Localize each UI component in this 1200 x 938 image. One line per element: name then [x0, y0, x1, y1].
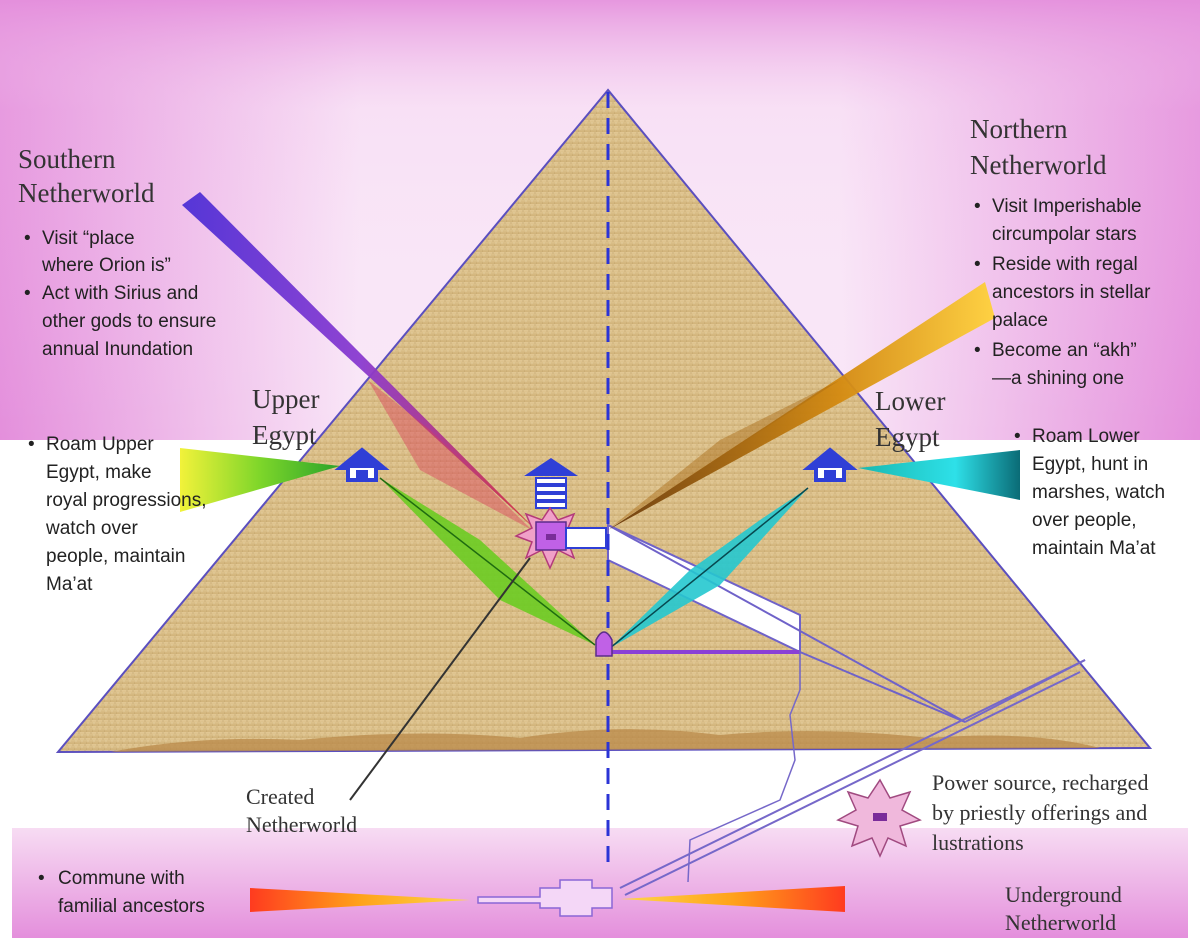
underground-bullet-dot: • — [38, 868, 45, 889]
upper-egypt-bullet-line2: Egypt, make — [46, 462, 152, 483]
southern-beam-glow — [368, 380, 532, 530]
lower-egypt-bullet-line5: maintain Ma’at — [1032, 538, 1156, 559]
created-netherworld-line2: Netherworld — [246, 812, 357, 837]
created-netherworld-line1: Created — [246, 784, 314, 809]
power-source-line3: lustrations — [932, 830, 1024, 855]
upper-egypt-bullet-line1: Roam Upper — [46, 434, 154, 455]
upper-egypt-shrine-icon — [334, 447, 390, 482]
underground-bullet-line2: familial ancestors — [58, 896, 205, 917]
ascending-passage-bottom — [799, 651, 966, 723]
descending-passage-a — [619, 659, 1086, 889]
lower-egypt-bullet-line3: marshes, watch — [1032, 482, 1165, 503]
descending-passage-b — [624, 671, 1081, 896]
underground-title-line1: Underground — [1005, 882, 1122, 907]
power-source-chamber-icon — [873, 813, 887, 821]
lower-egypt-beam — [858, 450, 1020, 500]
lower-egypt-bullet-line1: Roam Lower — [1032, 426, 1140, 447]
antechamber — [565, 527, 607, 549]
southern-beam — [182, 192, 538, 532]
lower-egypt-bullet-dot: • — [1014, 426, 1021, 447]
underground-beam-right — [620, 886, 845, 912]
northern-bullet2-line2: ancestors in stellar — [992, 282, 1151, 303]
passage-junction — [964, 659, 1086, 723]
northern-bullet1-line2: circumpolar stars — [992, 224, 1137, 245]
northern-bullet2-line1: Reside with regal — [992, 254, 1138, 275]
pyramid-base-rock — [58, 729, 1100, 752]
upper-egypt-diagonal-core — [379, 477, 596, 646]
northern-title-line2: Netherworld — [970, 150, 1107, 180]
kings-chamber-shrine-icon — [524, 458, 578, 509]
beams — [180, 192, 1020, 912]
northern-bullet3-line2: —a shining one — [992, 368, 1124, 389]
southern-bullet2-line3: annual Inundation — [42, 339, 193, 360]
southern-title-line2: Netherworld — [18, 178, 155, 208]
subterranean-chamber — [477, 879, 613, 917]
upper-egypt-bullet-line4: watch over — [45, 518, 139, 539]
upper-egypt-label-line1: Upper — [252, 384, 319, 414]
upper-egypt-beam — [180, 448, 340, 512]
power-source-line1: Power source, recharged — [932, 770, 1148, 795]
underground-title-line2: Netherworld — [1005, 910, 1116, 935]
lower-egypt-bullet-line4: over people, — [1032, 510, 1137, 531]
underground-bullet-line1: Commune with — [58, 868, 185, 889]
upper-egypt-bullet-dot: • — [28, 434, 35, 455]
southern-bullet2-line2: other gods to ensure — [42, 311, 216, 332]
northern-bullet1-line1: Visit Imperishable — [992, 196, 1142, 217]
northern-bullet2-line3: palace — [992, 310, 1048, 331]
northern-beam — [608, 282, 995, 530]
northern-bullet-dot: • — [974, 254, 981, 275]
pyramid — [55, 88, 1153, 754]
lower-egypt-label-line1: Lower — [875, 386, 945, 416]
lower-egypt-label-line2: Egypt — [875, 422, 940, 452]
created-netherworld-pointer — [349, 557, 531, 801]
northern-title-line1: Northern — [970, 114, 1068, 144]
lower-egypt-bullet-line2: Egypt, hunt in — [1032, 454, 1148, 475]
underground-beam-left — [250, 888, 470, 912]
southern-title-line1: Southern — [18, 144, 116, 174]
northern-bullet3-line1: Become an “akh” — [992, 340, 1137, 361]
queens-chamber — [595, 631, 613, 657]
well-shaft — [687, 689, 801, 883]
upper-egypt-bullet-line5: people, maintain — [46, 546, 185, 567]
upper-egypt-bullet-line6: Ma’at — [46, 574, 93, 595]
southern-bullet-dot: • — [24, 228, 31, 249]
background-underground-band — [12, 828, 1188, 938]
ascending-passage-top — [607, 524, 966, 723]
southern-bullet1-line2: where Orion is” — [41, 255, 171, 276]
southern-bullet-dot: • — [24, 283, 31, 304]
power-source-line2: by priestly offerings and — [932, 800, 1147, 825]
upper-egypt-label-line2: Egypt — [252, 420, 317, 450]
pyramid-body — [55, 88, 1153, 754]
southern-bullet2-line1: Act with Sirius and — [42, 283, 198, 304]
lower-egypt-diagonal-core — [609, 487, 809, 649]
lower-egypt-shrine-icon — [802, 447, 858, 482]
kings-chamber-sarcophagus — [546, 534, 556, 540]
northern-bullet-dot: • — [974, 196, 981, 217]
upper-egypt-bullet-line3: royal progressions, — [46, 490, 207, 511]
northern-bullet-dot: • — [974, 340, 981, 361]
southern-bullet1-line1: Visit “place — [42, 228, 135, 249]
